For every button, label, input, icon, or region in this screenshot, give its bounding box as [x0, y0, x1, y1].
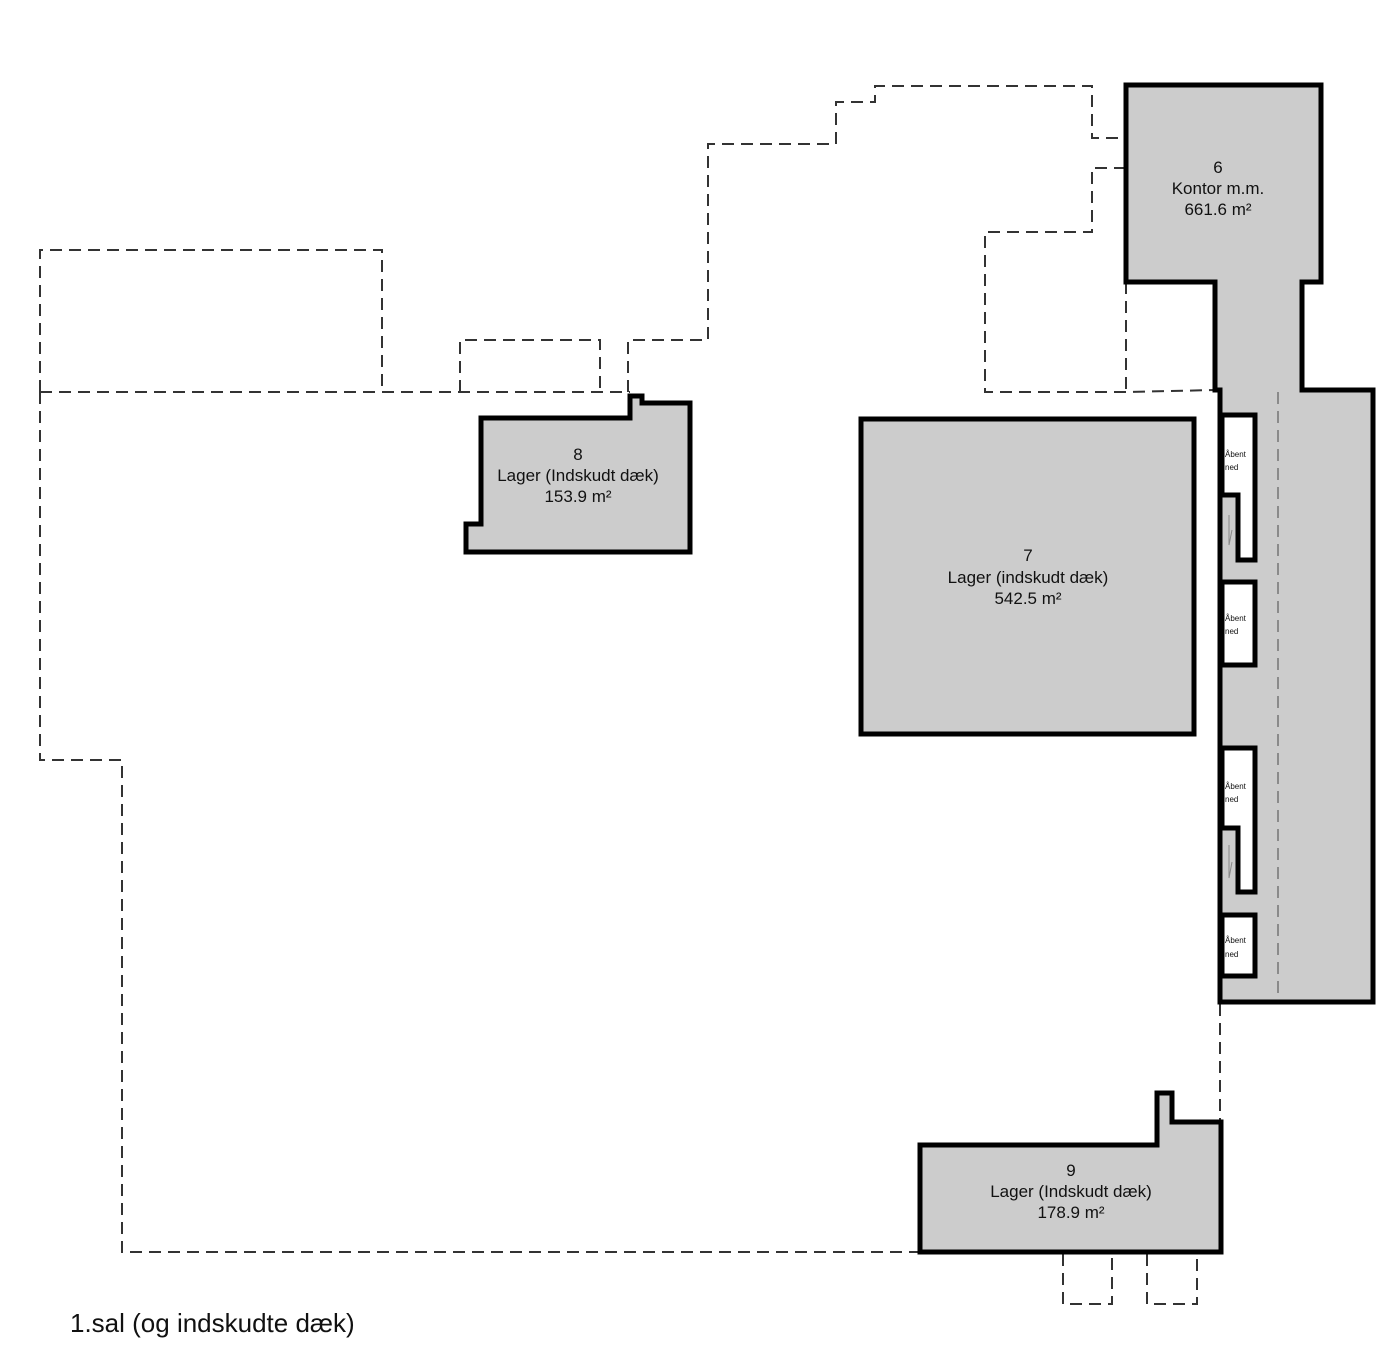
room-8[interactable]: 8 Lager (Indskudt dæk) 153.9 m² — [463, 393, 693, 555]
room-7-name: Lager (indskudt dæk) — [948, 568, 1109, 587]
room-8-area: 153.9 m² — [544, 487, 611, 506]
room-9-name: Lager (Indskudt dæk) — [990, 1182, 1152, 1201]
opening-4-line1: Åbent — [1225, 936, 1247, 945]
opening-1-line2: ned — [1225, 463, 1238, 472]
outline-bay-south-2 — [1146, 1254, 1198, 1305]
opening-2-line2: ned — [1225, 627, 1238, 636]
room-7[interactable]: 7 Lager (indskudt dæk) 542.5 m² — [858, 416, 1197, 737]
room-9-number: 9 — [1066, 1161, 1075, 1180]
opening-2 — [1219, 579, 1258, 668]
room-6-area: 661.6 m² — [1184, 200, 1251, 219]
stair-arrow-icon — [1228, 515, 1233, 546]
opening-1 — [1219, 412, 1258, 563]
outline-stepped-north — [627, 85, 1126, 392]
opening-2-line1: Åbent — [1225, 614, 1247, 623]
openings: Åbent ned Åbent ned Åbent ned Åbent ned — [1219, 412, 1258, 979]
opening-4 — [1219, 912, 1258, 979]
outline-office-link — [984, 167, 1217, 393]
opening-3-line2: ned — [1225, 795, 1238, 804]
room-8-name: Lager (Indskudt dæk) — [497, 466, 659, 485]
room-9[interactable]: 9 Lager (Indskudt dæk) 178.9 m² — [917, 1090, 1224, 1255]
room-8-number: 8 — [573, 445, 582, 464]
opening-3 — [1219, 745, 1258, 895]
room-6-name: Kontor m.m. — [1172, 179, 1265, 198]
room-7-area: 542.5 m² — [994, 589, 1061, 608]
stair-arrow-icon — [1228, 845, 1233, 879]
outline-bay-south-1 — [1062, 1254, 1113, 1305]
room-9-shape — [917, 1090, 1224, 1255]
room-6-number: 6 — [1213, 158, 1222, 177]
opening-1-line1: Åbent — [1225, 450, 1247, 459]
opening-3-line1: Åbent — [1225, 782, 1247, 791]
building-outline — [39, 85, 1221, 1305]
room-7-shape — [858, 416, 1197, 737]
room-7-number: 7 — [1023, 546, 1032, 565]
room-9-area: 178.9 m² — [1037, 1203, 1104, 1222]
opening-4-line2: ned — [1225, 950, 1238, 959]
room-8-shape — [463, 393, 693, 555]
outline-annex-topleft — [39, 249, 383, 392]
outline-small-bay — [459, 339, 601, 392]
floor-title: 1.sal (og indskudte dæk) — [70, 1308, 355, 1338]
outline-west — [39, 392, 920, 1253]
